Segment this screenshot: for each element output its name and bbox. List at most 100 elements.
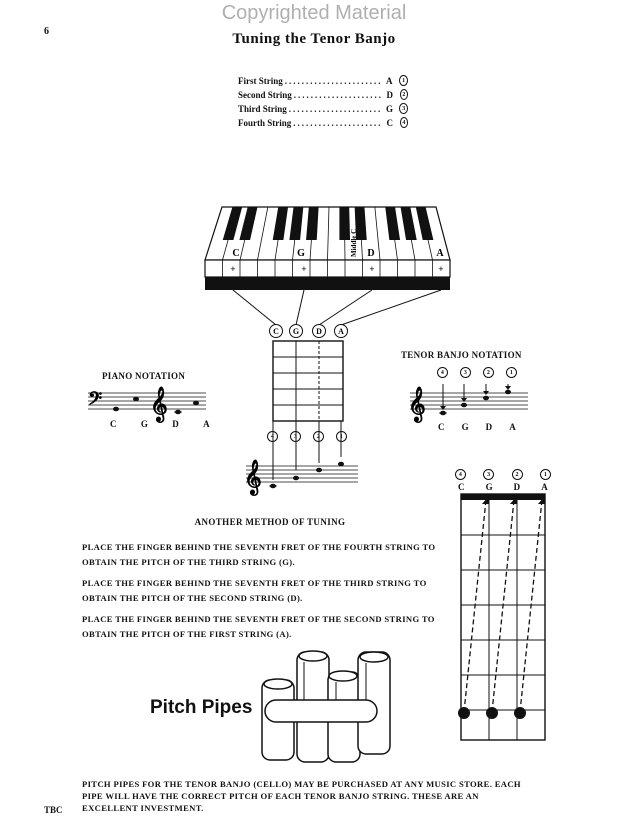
- black-key: [415, 207, 434, 240]
- string-number-circle: 3: [399, 103, 408, 114]
- key-label-d: D: [367, 248, 374, 259]
- white-key-divider: [327, 206, 330, 261]
- piano-keyboard: C G D A Middle C + + + +: [204, 206, 451, 290]
- string-number-circle: 1: [539, 469, 551, 480]
- pitch-pipes-text: PITCH PIPES FOR THE TENOR BANJO (CELLO) …: [82, 779, 521, 813]
- treble-clef-icon: 𝄞: [244, 459, 262, 497]
- right-string-numbers: 4 3 2 1: [455, 469, 551, 480]
- note-letter: C: [458, 482, 465, 492]
- white-key-divider: [374, 206, 381, 261]
- method-paragraph-2: PLACE THE FINGER BEHIND THE SEVENTH FRET…: [82, 578, 427, 603]
- key-marker: +: [369, 264, 374, 274]
- page-title: Tuning the Tenor Banjo: [232, 31, 396, 47]
- tuning-name: Third String: [238, 103, 287, 114]
- string-number-circle: 1: [399, 75, 408, 86]
- note-letter: A: [203, 419, 210, 429]
- right-note-letters: C G D A: [458, 482, 548, 492]
- page-number: 6: [44, 26, 49, 37]
- note-letter: G: [140, 419, 149, 429]
- string-number-circle: 1: [506, 367, 517, 378]
- string-number-circle: 2: [511, 469, 523, 480]
- connector-circles: C G D A: [269, 324, 348, 338]
- right-fretboard: [458, 493, 546, 741]
- string-number-circle: 4: [399, 117, 408, 128]
- black-key: [385, 207, 401, 240]
- another-method-title: ANOTHER METHOD OF TUNING: [194, 517, 346, 527]
- connector-label: C: [273, 327, 279, 336]
- tuning-row-fourth: Fourth String ..........................…: [238, 117, 408, 128]
- piano-notation-title: PIANO NOTATION: [102, 371, 186, 381]
- tuning-name: Second String: [238, 89, 292, 100]
- note-letter: C: [438, 422, 445, 432]
- black-key: [272, 207, 289, 240]
- tuning-row-third: Third String ...........................…: [238, 103, 408, 114]
- treble-clef-icon: 𝄞: [150, 386, 168, 424]
- tenor-notation-staff: 𝄞: [408, 384, 528, 424]
- dot-leader: ..............................: [284, 75, 381, 86]
- note-letter: G: [461, 422, 469, 432]
- black-key: [289, 207, 304, 240]
- white-key-divider: [257, 206, 269, 261]
- key-label-a: A: [436, 248, 444, 259]
- tuning-row-second: Second String ..........................…: [238, 89, 408, 100]
- note-letter: D: [172, 419, 180, 429]
- center-staff: 𝄞: [244, 421, 358, 497]
- string-number-circle: 3: [483, 469, 495, 480]
- tuning-name: First String: [238, 75, 283, 86]
- string-number-circle: 4: [267, 431, 278, 442]
- dot-leader: ..............................: [293, 117, 381, 128]
- black-key: [222, 207, 243, 240]
- method-paragraph-3: PLACE THE FINGER BEHIND THE SEVENTH FRET…: [82, 614, 435, 639]
- string-number-circle: 4: [437, 367, 448, 378]
- note-letter: C: [110, 419, 117, 429]
- string-number-circle: 3: [460, 367, 471, 378]
- middle-c-label: Middle C: [350, 229, 358, 257]
- connector-label: D: [316, 327, 322, 336]
- center-fretboard: [272, 340, 344, 422]
- dot-leader: ..............................: [293, 89, 382, 100]
- key-marker: +: [438, 264, 443, 274]
- connector-label: A: [338, 327, 344, 336]
- note-letter: A: [509, 422, 516, 432]
- pitch-pipes-title: Pitch Pipes: [150, 697, 253, 718]
- black-key: [239, 207, 258, 240]
- dot-leader: ..............................: [288, 103, 382, 114]
- key-label-c: C: [232, 248, 239, 259]
- piano-notation-staff: 𝄢 𝄞: [88, 386, 206, 424]
- string-number-circle: 3: [290, 431, 301, 442]
- key-marker: +: [301, 264, 306, 274]
- string-number-circle: 2: [313, 431, 324, 442]
- black-key: [339, 207, 351, 240]
- tuning-note: C: [386, 117, 394, 128]
- tuning-note: D: [386, 89, 394, 100]
- tuning-name: Fourth String: [238, 117, 292, 128]
- string-number-circle: 2: [399, 89, 408, 100]
- treble-clef-icon: 𝄞: [408, 386, 426, 424]
- footer-code: TBC: [44, 805, 63, 815]
- piano-note-letters: C G D A: [110, 419, 210, 429]
- key-connector-lines: [232, 289, 442, 326]
- pitch-pipes-illustration: [261, 650, 391, 763]
- black-key: [354, 207, 367, 240]
- note-letter: G: [485, 482, 493, 492]
- key-marker: +: [230, 264, 235, 274]
- method-paragraph-1: PLACE THE FINGER BEHIND THE SEVENTH FRET…: [82, 542, 436, 567]
- key-label-g: G: [297, 248, 305, 259]
- note-letter: D: [485, 422, 493, 432]
- tenor-note-letters: C G D A: [438, 422, 516, 432]
- bass-clef-icon: 𝄢: [88, 388, 103, 413]
- note-letter: D: [513, 482, 521, 492]
- center-string-numbers: 4 3 2 1: [267, 431, 347, 442]
- string-number-circle: 4: [455, 469, 466, 480]
- string-number-circle: 2: [483, 367, 494, 378]
- tuning-note: A: [385, 75, 393, 86]
- tuning-note: G: [385, 103, 393, 114]
- tuning-row-first: First String ...........................…: [238, 75, 408, 86]
- string-number-circle: 1: [336, 431, 347, 442]
- black-key: [400, 207, 417, 240]
- tenor-notation-title: TENOR BANJO NOTATION: [401, 350, 522, 360]
- watermark: Copyrighted Material: [221, 2, 407, 24]
- note-letter: A: [541, 482, 548, 492]
- tenor-string-numbers: 4 3 2 1: [437, 367, 517, 378]
